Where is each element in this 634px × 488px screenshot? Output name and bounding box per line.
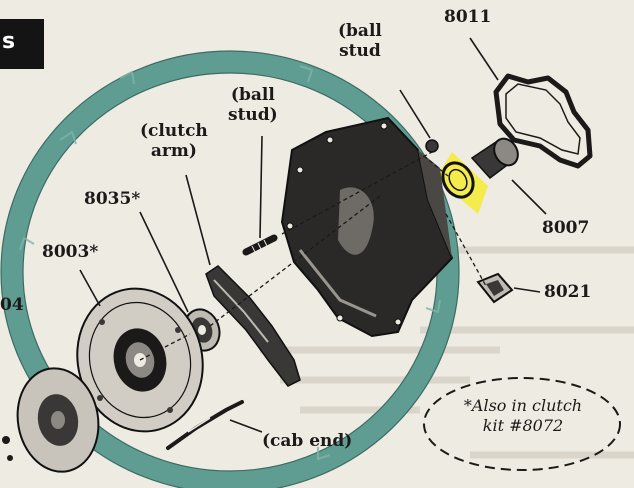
block-8021 (476, 272, 514, 304)
label-ball-stud-top-line2: stud (339, 40, 381, 61)
label-8011: 8011 (444, 7, 492, 27)
label-clutch-arm-line1: (clutch (140, 121, 208, 141)
label-ball-stud-mid-line1: (ball (230, 85, 275, 105)
guide-tube-8007 (441, 137, 519, 199)
label-left-edge: 04 (0, 295, 24, 315)
kit-note-line1: *Also in clutch (463, 396, 583, 415)
label-8035: 8035* (84, 189, 141, 209)
label-clutch-arm: (clutch arm) (140, 121, 208, 161)
label-cable-end: (cab end) (262, 431, 353, 451)
ball-stud-small (425, 139, 439, 153)
ball-stud-rod (242, 234, 278, 256)
label-8007: 8007 (542, 218, 590, 238)
label-8003: 8003* (42, 242, 99, 262)
note-oval (423, 377, 621, 471)
label-8021: 8021 (544, 282, 592, 302)
label-ball-stud-top-line1: (ball (338, 21, 382, 41)
bellhousing (280, 116, 454, 338)
clutch-disc (2, 367, 100, 473)
assembly-lines (139, 151, 487, 361)
label-ball-stud-top: (ball stud (338, 21, 382, 61)
header-tab: s (0, 19, 44, 69)
plate-gasket-8011 (493, 73, 593, 169)
highlight-mark (436, 152, 488, 214)
kit-note: *Also in clutch kit #8072 (428, 396, 618, 436)
header-tab-text: s (2, 29, 16, 54)
leader-lines (79, 37, 547, 433)
clutch-arm (205, 265, 301, 387)
label-ball-stud-mid: (ball stud) (228, 85, 278, 125)
cable-end (166, 400, 244, 450)
label-clutch-arm-line2: arm) (150, 140, 197, 161)
background-text-lines (260, 246, 634, 459)
label-ball-stud-mid-line2: stud) (228, 104, 278, 125)
kit-note-line2: kit #8072 (482, 416, 564, 435)
